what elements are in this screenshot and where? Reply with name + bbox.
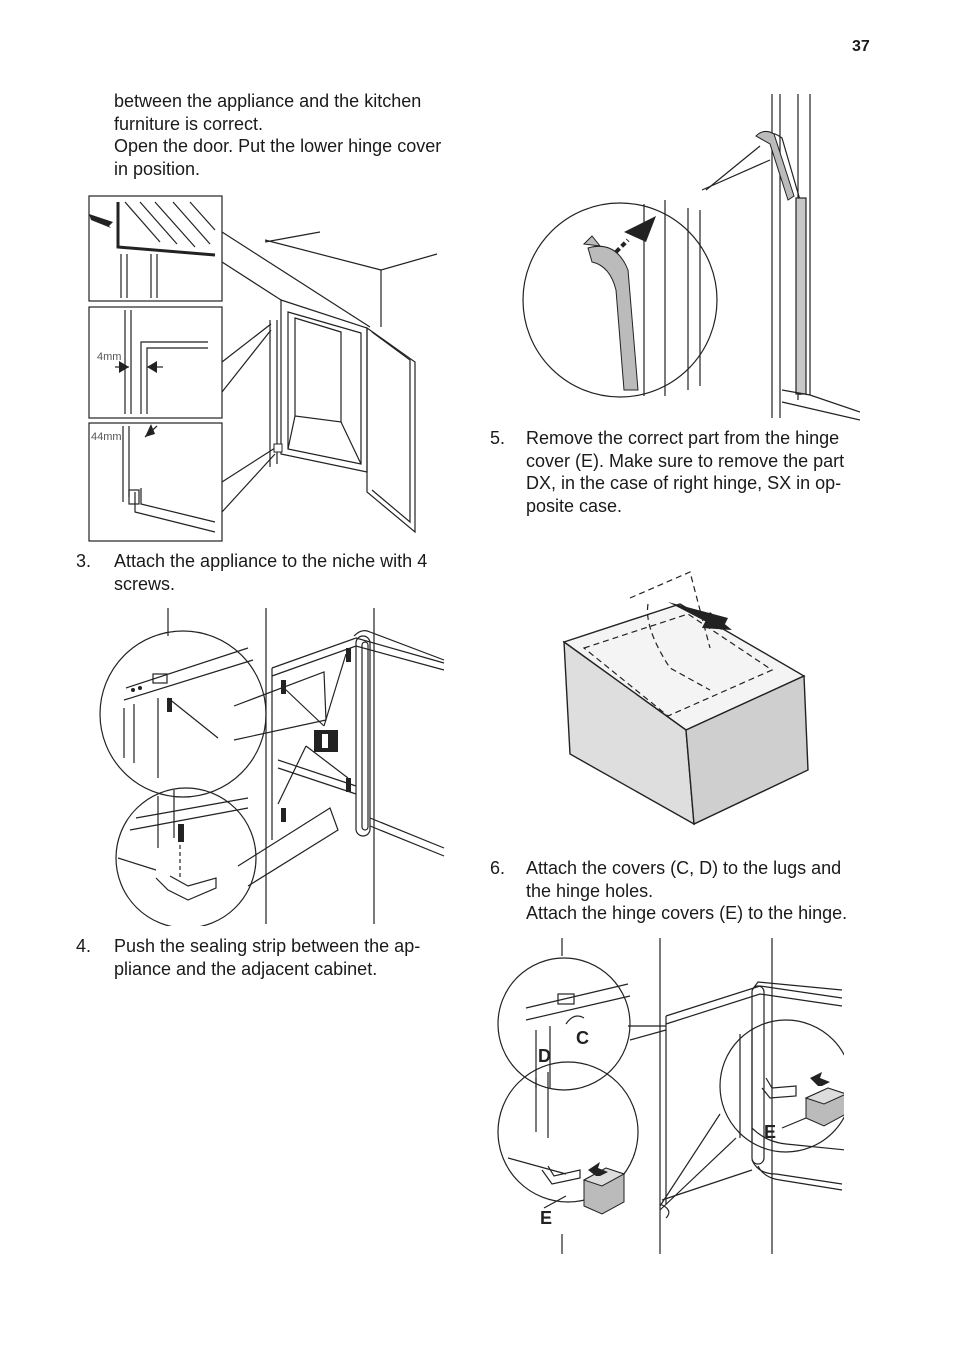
figure-screw-mounting: I bbox=[98, 608, 445, 926]
intro-line-4: in position. bbox=[114, 158, 201, 179]
label-I: I bbox=[98, 608, 99, 609]
step-6: 6. Attach the covers (C, D) to the lugs … bbox=[490, 857, 890, 927]
figure-sealing-strip bbox=[522, 94, 860, 421]
step-3-number: 3. bbox=[76, 551, 92, 571]
dimension-4mm: 4mm bbox=[97, 351, 121, 363]
step-4-line-2: pliance and the adjacent cabinet. bbox=[114, 958, 378, 979]
figure-label-I: I bbox=[322, 732, 328, 749]
step-4-line-1: Push the sealing strip between the ap- bbox=[114, 936, 421, 956]
step-5-number: 5. bbox=[490, 428, 506, 448]
intro-text: between the appliance and the kitchen fu… bbox=[114, 90, 474, 180]
dimension-44mm: 44mm bbox=[91, 431, 122, 443]
step-4: 4. Push the sealing strip between the ap… bbox=[76, 935, 476, 983]
label-C: C bbox=[576, 1028, 589, 1048]
step-3-line-2: screws. bbox=[114, 573, 176, 594]
step-5-line-2: cover (E). Make sure to remove the part bbox=[526, 450, 845, 471]
step-3-line-1: Attach the appliance to the niche with 4 bbox=[114, 551, 428, 571]
figure-hinge-covers-attach: C D E E bbox=[497, 938, 844, 1254]
step-6-line-2: the hinge holes. bbox=[526, 880, 654, 901]
step-6-line-3: Attach the hinge covers (E) to the hinge… bbox=[526, 903, 848, 923]
step-6-number: 6. bbox=[490, 858, 506, 878]
step-5-line-4: posite case. bbox=[526, 495, 623, 516]
figure-niche-alignment: 4mm 44mm bbox=[88, 195, 438, 542]
label-E-right: E bbox=[764, 1122, 776, 1142]
step-5-line-3: DX, in the case of right hinge, SX in op… bbox=[526, 473, 842, 493]
step-5: 5. Remove the correct part from the hing… bbox=[490, 427, 890, 519]
intro-line-2: furniture is correct. bbox=[114, 113, 264, 134]
step-3: 3. Attach the appliance to the niche wit… bbox=[76, 550, 476, 598]
page-number: 37 bbox=[852, 38, 870, 55]
label-D: D bbox=[538, 1046, 551, 1066]
step-4-number: 4. bbox=[76, 936, 92, 956]
step-6-line-1: Attach the covers (C, D) to the lugs and bbox=[526, 858, 842, 878]
label-E-left: E bbox=[540, 1208, 552, 1228]
step-5-line-1: Remove the correct part from the hinge bbox=[526, 428, 840, 448]
figure-hinge-cover-part bbox=[562, 571, 809, 826]
intro-line-1: between the appliance and the kitchen bbox=[114, 91, 422, 111]
intro-line-3: Open the door. Put the lower hinge cover bbox=[114, 136, 442, 156]
